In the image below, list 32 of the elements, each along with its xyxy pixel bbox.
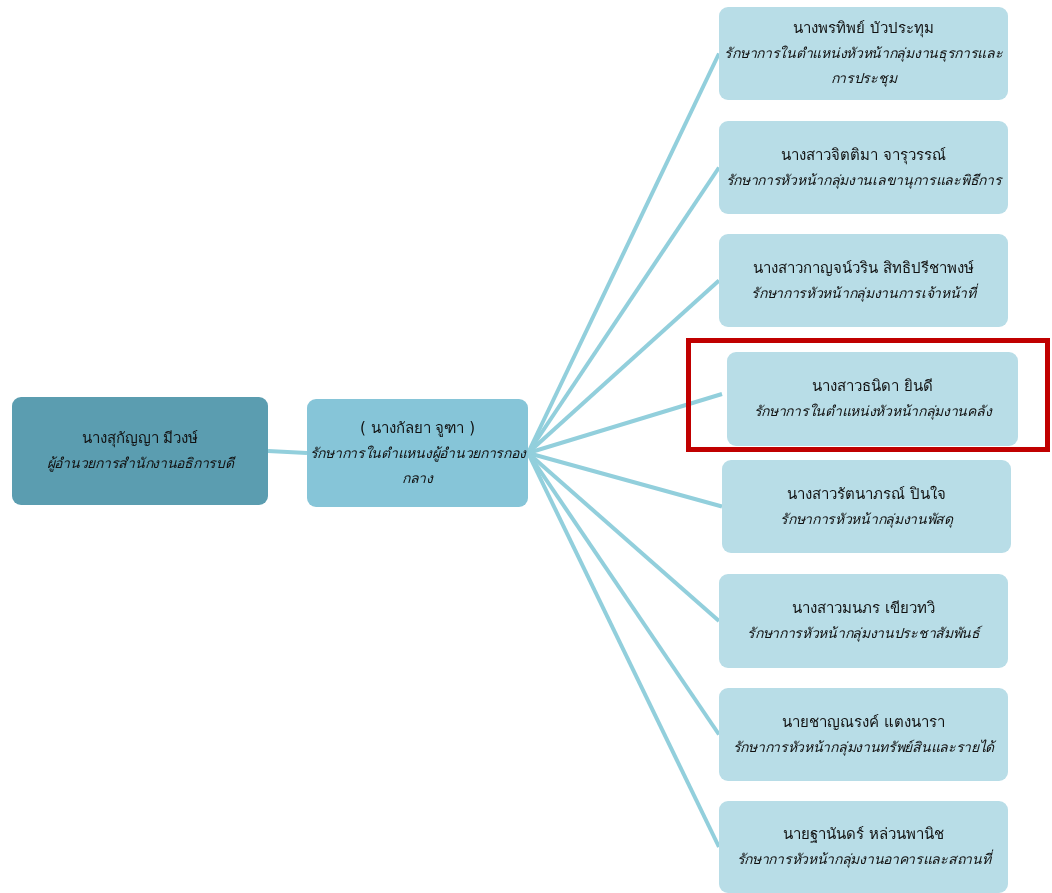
person-name: นายชาญณรงค์ แตงนารา: [782, 711, 945, 733]
position-title: รักษาการหัวหน้ากลุ่มงานประชาสัมพันธ์: [747, 624, 980, 644]
position-title: รักษาการหัวหน้ากลุ่มงานทรัพย์สินและรายได้: [732, 737, 995, 758]
position-title: รักษาการในตำแหนงผู้อำนวยการกองกลาง: [308, 443, 528, 488]
position-title: รักษาการในตำแหน่งหัวหน้ากลุ่มงานธุรการและการประชุม: [723, 44, 1004, 89]
person-name: นางสุกัญญา มีวงษ์: [81, 428, 199, 450]
position-title: รักษาการหัวหน้ากลุ่มงานอาคารและสถานที่: [736, 848, 991, 870]
person-name: นางสาวกาญจน์วริน สิทธิปรีชาพงษ์: [753, 257, 974, 279]
person-box: [719, 234, 1008, 327]
person-box: [719, 574, 1008, 668]
person-box: [719, 801, 1008, 893]
person-box: [12, 397, 268, 505]
person-name: นางสาวรัตนาภรณ์ ปินใจ: [787, 483, 946, 505]
person-name: นายฐานันดร์ หล่วนพานิช: [783, 824, 944, 845]
person-name: นางพรทิพย์ บัวประทุม: [793, 18, 934, 40]
position-title: ผู้อำนวยการสำนักงานอธิการบดี: [46, 454, 234, 474]
person-box: [719, 688, 1008, 781]
person-box: [307, 399, 528, 507]
person-name: นางสาวมนภร เขียวทวิ: [792, 598, 935, 619]
position-title: รักษาการหัวหน้ากลุ่มงานการเจ้าหน้าที่: [751, 282, 976, 304]
person-box: [719, 121, 1008, 214]
person-box: [722, 460, 1011, 553]
person-name: นางสาวธนิดา ยินดี: [812, 376, 933, 397]
highlight-frame: [686, 338, 1050, 452]
position-title: รักษาการหัวหน้ากลุ่มงานเลขานุการและพิธีการ: [725, 170, 1002, 191]
person-name: นางสาวจิตติมา จารุวรรณ์: [781, 144, 946, 167]
position-title: รักษาการหัวหน้ากลุ่มงานพัสดุ: [780, 509, 953, 530]
connector-line: [267, 449, 308, 455]
position-title: รักษาการในตำแหน่งหัวหน้ากลุ่มงานคลัง: [753, 402, 992, 422]
person-name: ( นางกัลยา จูฑา ): [360, 417, 475, 439]
person-box: [719, 7, 1008, 100]
person-box: [727, 352, 1018, 446]
